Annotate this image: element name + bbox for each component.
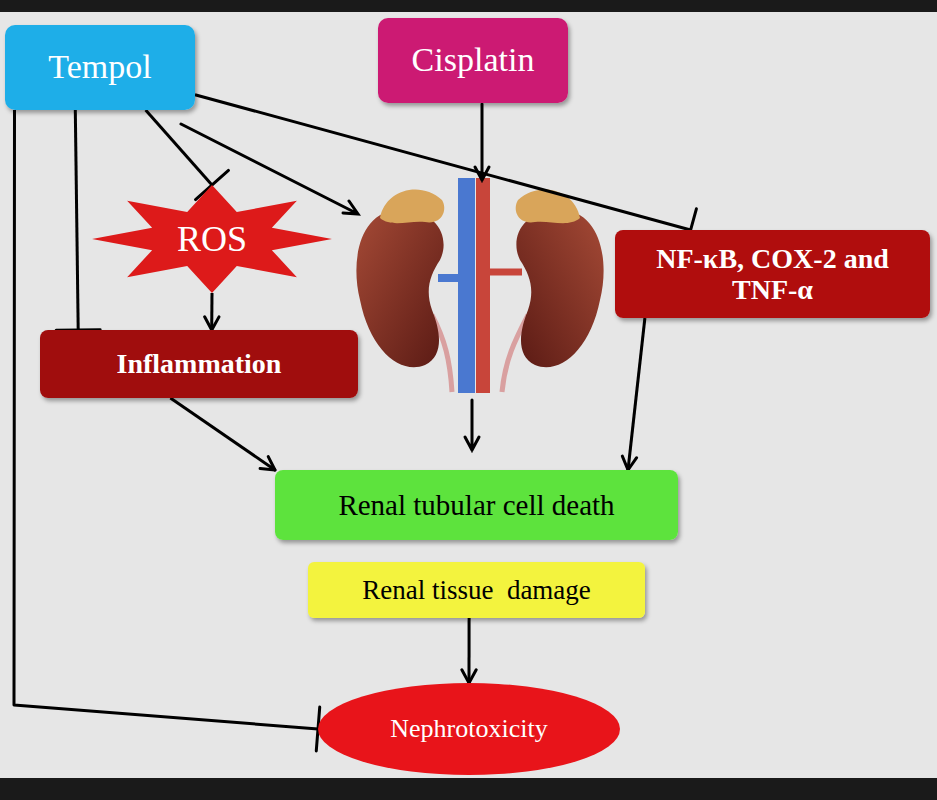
node-label: Nephrotoxicity — [390, 714, 547, 743]
text-holder: Cisplatin — [412, 41, 535, 79]
arrow-head — [268, 457, 275, 470]
connector-line — [170, 398, 275, 470]
kidney-arrow — [475, 104, 489, 180]
text-holder: Renal tissue damage — [362, 575, 591, 605]
kidney — [516, 210, 603, 367]
renal-artery — [488, 269, 522, 276]
drug-box: Tempol — [5, 25, 195, 110]
starburst-fill — [92, 185, 332, 293]
node-label: Tempol — [48, 48, 151, 86]
text-holder: NF-κB, COX-2 and TNF-α — [637, 243, 908, 306]
arrow-connector — [170, 398, 275, 470]
adrenal-gland — [516, 190, 580, 224]
outcome-box: Renal tissue damage — [308, 562, 645, 618]
inhibition-connector — [146, 110, 229, 200]
node-label: Renal tubular cell death — [338, 489, 614, 521]
arrow-head — [260, 468, 275, 470]
text-holder: Tempol — [48, 48, 151, 86]
arrow-head — [462, 670, 469, 683]
node-label: Cisplatin — [412, 41, 535, 79]
node-label: Inflammation — [117, 348, 282, 379]
node-label: ROS — [177, 219, 247, 259]
text-holder: Inflammation — [117, 348, 282, 379]
arrow-head — [212, 317, 219, 330]
connector-line — [468, 618, 471, 683]
frame-bar — [0, 778, 937, 800]
drug-box: Cisplatin — [378, 18, 568, 103]
arrow-head — [205, 317, 212, 330]
text-holder: Nephrotoxicity — [390, 714, 547, 743]
inhibition-connector — [56, 110, 100, 330]
connector-line — [628, 318, 645, 470]
ros-starburst: ROS — [92, 185, 332, 293]
node-label: NF-κB, COX-2 and TNF-α — [637, 243, 908, 306]
text-holder: ROS — [177, 219, 247, 259]
ureter — [432, 315, 452, 392]
frame-bar — [0, 0, 937, 12]
text-holder: Renal tubular cell death — [338, 489, 614, 521]
node-label: Renal tissue damage — [362, 575, 591, 605]
vena-cava — [458, 178, 475, 393]
kidney — [356, 210, 443, 367]
mediator-box: NF-κB, COX-2 and TNF-α — [615, 230, 930, 318]
arrow-head — [469, 670, 476, 683]
ellipse-fill — [318, 683, 620, 775]
adrenal-gland — [380, 190, 444, 224]
connector-line — [14, 110, 318, 729]
outcome-box: Renal tubular cell death — [275, 470, 678, 540]
arrow-head — [622, 456, 628, 470]
result-ellipse: Nephrotoxicity — [318, 683, 620, 775]
renal-vein — [438, 274, 460, 282]
connector-line — [146, 110, 212, 185]
arrow-connector — [205, 293, 219, 330]
ureter — [502, 315, 528, 392]
kidney-arrow — [465, 400, 479, 450]
process-box: Inflammation — [40, 330, 358, 398]
connector-line — [75, 110, 78, 330]
arrow-connector — [622, 318, 645, 470]
aorta — [476, 178, 490, 393]
arrow-connector — [462, 618, 476, 683]
arrow-head — [628, 458, 637, 470]
connector-line — [210, 293, 213, 330]
